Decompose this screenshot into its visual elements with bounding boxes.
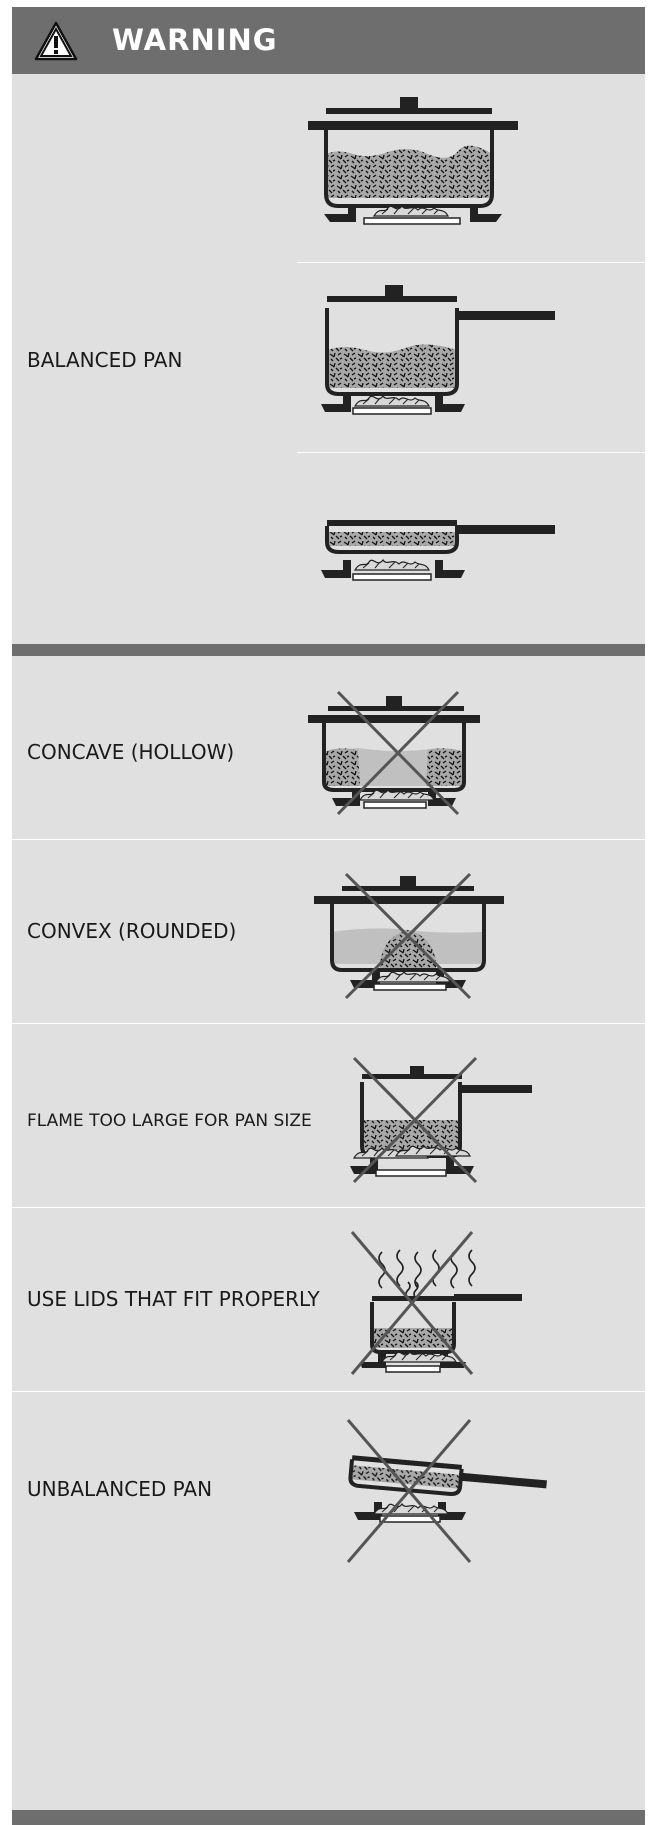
convex-section: CONVEX (ROUNDED) (12, 840, 645, 1023)
warning-triangle-icon (33, 20, 79, 62)
concave-section: CONCAVE (HOLLOW) (12, 656, 645, 839)
section-separator (12, 644, 645, 656)
flame-section: FLAME TOO LARGE FOR PAN SIZE (12, 1024, 645, 1207)
flame-label: FLAME TOO LARGE FOR PAN SIZE (27, 1111, 312, 1131)
divider (297, 262, 645, 263)
balanced-pan-label: BALANCED PAN (27, 348, 182, 372)
lid-fit-illustration (342, 1228, 532, 1376)
unbalanced-section: UNBALANCED PAN (12, 1392, 645, 1810)
concave-pot-illustration (308, 690, 488, 818)
section-separator (12, 1810, 645, 1825)
balanced-skillet-illustration (315, 520, 555, 600)
lids-section: USE LIDS THAT FIT PROPERLY (12, 1208, 645, 1391)
warning-header: WARNING (12, 7, 645, 74)
lids-label: USE LIDS THAT FIT PROPERLY (27, 1287, 320, 1311)
convex-pot-illustration (314, 868, 504, 1000)
unbalanced-pan-illustration (328, 1416, 548, 1566)
balanced-saucepan-illustration (315, 282, 555, 427)
convex-label: CONVEX (ROUNDED) (27, 919, 236, 943)
unbalanced-label: UNBALANCED PAN (27, 1477, 212, 1501)
warning-panel: WARNING BALANCED PAN (12, 7, 645, 1825)
balanced-pan-section: BALANCED PAN (12, 74, 645, 644)
flame-too-large-illustration (342, 1054, 532, 1189)
balanced-pot-illustration (308, 94, 518, 244)
warning-title: WARNING (112, 23, 278, 57)
concave-label: CONCAVE (HOLLOW) (27, 740, 234, 764)
divider (297, 452, 645, 453)
